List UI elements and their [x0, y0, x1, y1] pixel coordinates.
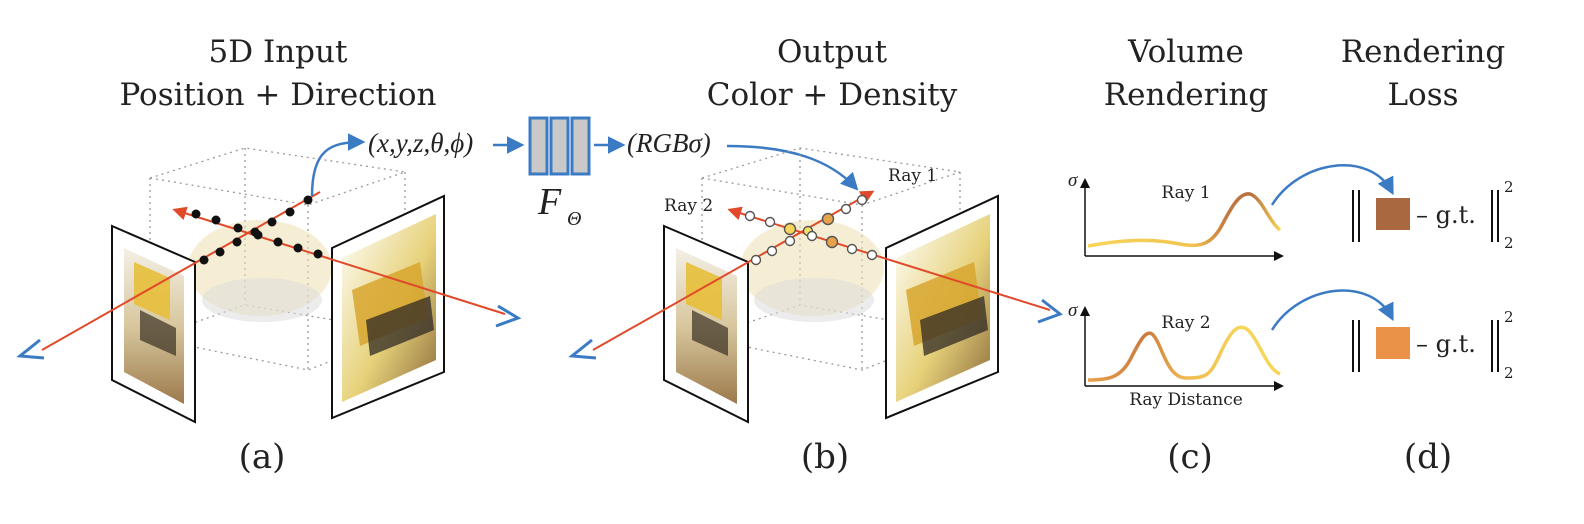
ray-2-label: Ray 2: [664, 196, 713, 216]
color-swatch-ray-1: [1376, 198, 1410, 230]
panel-label-d: (d): [1404, 437, 1452, 477]
camera-image-right-a: [331, 194, 445, 420]
norm-subscript-1: 2: [1504, 234, 1514, 252]
arrow-plot2-to-loss: [1270, 289, 1394, 331]
norm-superscript-2: 2: [1504, 308, 1514, 326]
camera-image-left-b: [663, 224, 749, 424]
panel-a-title-line1: 5D Input: [209, 34, 348, 70]
arrow-to-input: [310, 133, 366, 197]
network-subscript: Θ: [567, 208, 581, 230]
panel-c-title-line2: Rendering: [1104, 77, 1268, 113]
panel-b-title-line2: Color + Density: [707, 77, 958, 113]
panel-b-scene: [568, 147, 1064, 424]
panel-label-c: (c): [1167, 437, 1213, 477]
color-swatch-ray-2: [1376, 327, 1410, 359]
plot-ray-2: [1080, 306, 1284, 391]
network-block: [528, 116, 591, 176]
loss-term-1: – g.t. 2 2: [1352, 178, 1514, 252]
loss-term-2: – g.t. 2 2: [1352, 308, 1514, 382]
plot-1-title: Ray 1: [1161, 183, 1210, 203]
panel-a-scene: [16, 133, 522, 424]
camera-center-right-b: [1037, 298, 1064, 324]
samples-ray-1: [750, 194, 868, 266]
plot-1-y-symbol: σ: [1068, 170, 1078, 191]
plot-x-label: Ray Distance: [1129, 390, 1243, 410]
plot-2-title: Ray 2: [1161, 313, 1210, 333]
density-curve-ray-1: [1087, 192, 1282, 248]
gt-label-1: – g.t.: [1416, 201, 1476, 229]
panel-b-title-line1: Output: [777, 34, 888, 70]
plot-2-y-symbol: σ: [1068, 300, 1078, 321]
panel-d-title-line1: Rendering: [1341, 34, 1505, 70]
density-curve-ray-2: [1087, 325, 1281, 382]
camera-image-right-b: [885, 194, 999, 420]
panel-c-title-line1: Volume: [1127, 34, 1244, 70]
samples-ray-2: [744, 210, 878, 261]
camera-center-right-a: [495, 304, 522, 328]
output-formula: (RGBσ): [627, 128, 711, 158]
plot-ray-1: [1080, 178, 1284, 261]
input-formula: (x,y,z,θ,ϕ): [368, 128, 473, 158]
ray-a-2: [172, 206, 506, 315]
network-symbol: F: [537, 181, 562, 223]
norm-superscript-1: 2: [1504, 178, 1514, 196]
sample-points-a: [191, 195, 323, 265]
ray-2-line: [727, 206, 1051, 311]
panel-label-b: (b): [801, 437, 849, 477]
panel-a-title-line2: Position + Direction: [119, 77, 436, 113]
norm-subscript-2: 2: [1504, 364, 1514, 382]
panel-d-title-line2: Loss: [1387, 77, 1458, 113]
gt-label-2: – g.t.: [1416, 330, 1476, 358]
panel-label-a: (a): [239, 437, 286, 477]
camera-image-left-a: [111, 224, 196, 424]
camera-center-left-b: [568, 338, 597, 360]
camera-center-left-a: [16, 338, 45, 360]
arrow-plot1-to-loss: [1270, 164, 1394, 206]
ray-1-label: Ray 1: [888, 166, 937, 186]
arrow-output-to-scene: [726, 144, 859, 191]
